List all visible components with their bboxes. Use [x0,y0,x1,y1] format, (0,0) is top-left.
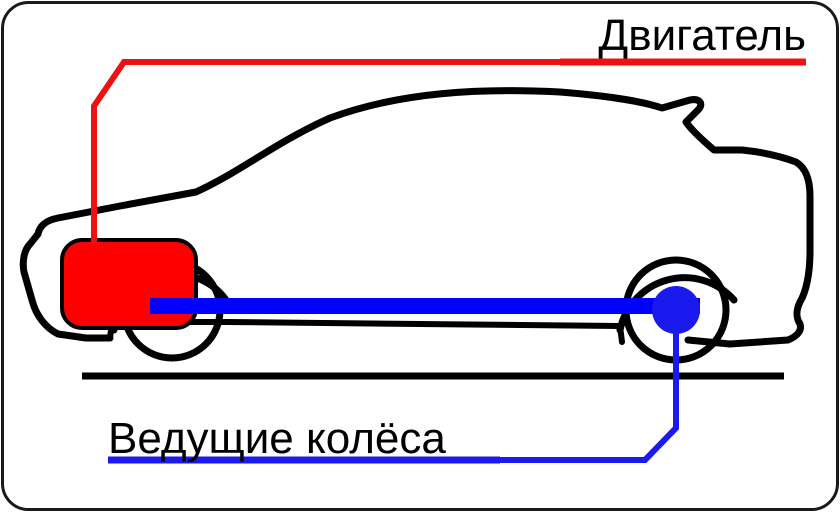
car-upper-silhouette [34,87,814,328]
car-rear-bumper [684,320,804,348]
car-front-bumper [19,230,114,342]
engine-leader-line [91,59,806,244]
engine-label: Двигатель [598,11,806,60]
engine-block [60,238,198,330]
drive-wheels-label: Ведущие колёса [108,414,446,463]
